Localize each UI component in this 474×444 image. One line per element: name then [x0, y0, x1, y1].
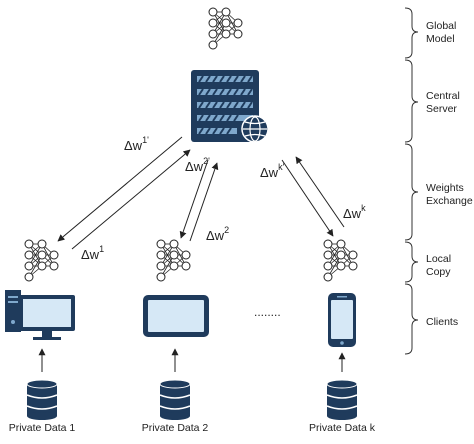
weight-label-client1-up: Δw1	[81, 244, 104, 262]
svg-text:Δw2': Δw2'	[185, 156, 210, 174]
svg-text:Δwk: Δwk	[343, 203, 366, 221]
arrow-server-to-client1	[57, 136, 183, 242]
ellipsis: ........	[254, 305, 281, 319]
weight-label-client1-down: Δw1'	[124, 135, 149, 153]
global-model-network-icon	[208, 7, 243, 50]
local-model-network-icon-2	[156, 239, 191, 282]
svg-text:Δw1: Δw1	[81, 244, 104, 262]
brace-central-server	[404, 59, 419, 143]
private-data-label-k: Private Data k	[309, 422, 376, 434]
svg-text:Δw1': Δw1'	[124, 135, 149, 153]
tablet-icon	[143, 295, 209, 337]
central-server-icon	[191, 70, 259, 142]
database-icon-2	[159, 379, 191, 421]
layer-label-clients: Clients	[426, 316, 458, 328]
brace-weights-exchange	[404, 143, 419, 241]
smartphone-icon	[328, 293, 356, 347]
arrow-server-to-client2	[179, 159, 209, 239]
weight-label-client2-down: Δw2'	[185, 156, 210, 174]
brace-global-model	[404, 7, 419, 59]
database-icon-k	[326, 379, 358, 421]
arrow-server-to-clientk	[281, 159, 334, 237]
brace-clients	[404, 283, 419, 355]
svg-text:Δwk': Δwk'	[260, 162, 285, 180]
database-icon-1	[26, 379, 58, 421]
globe-icon	[241, 115, 269, 143]
desktop-computer-icon	[5, 290, 75, 340]
svg-text:Δw2: Δw2	[206, 225, 229, 243]
private-data-label-1: Private Data 1	[9, 422, 76, 434]
private-data-label-2: Private Data 2	[142, 422, 209, 434]
weight-label-clientk-up: Δwk	[343, 203, 366, 221]
arrow-client2-to-server	[189, 162, 219, 242]
arrow-clientk-to-server	[295, 156, 345, 228]
weight-label-clientk-down: Δwk'	[260, 162, 285, 180]
brace-local-copy	[404, 241, 419, 283]
local-model-network-icon-1	[24, 239, 59, 282]
weight-label-client2-up: Δw2	[206, 225, 229, 243]
arrow-client1-to-server	[71, 149, 191, 250]
local-model-network-icon-k	[323, 239, 358, 282]
